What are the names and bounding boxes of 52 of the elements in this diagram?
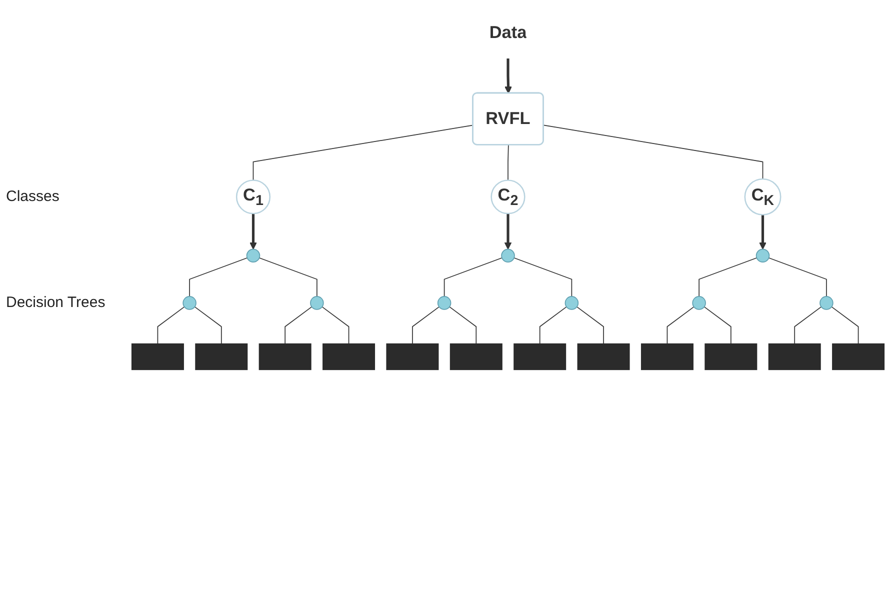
row-label: Decision Trees	[6, 294, 106, 311]
node-circle	[310, 296, 324, 310]
connector	[698, 257, 758, 297]
connector	[768, 257, 827, 297]
node-box	[195, 343, 248, 370]
node-circle: C$_{K}$	[744, 178, 782, 216]
connector	[157, 306, 185, 344]
connector	[543, 124, 764, 180]
connector	[666, 306, 694, 344]
connector	[322, 306, 350, 344]
node-circle: C$_{1}$	[236, 180, 271, 214]
node-box	[258, 343, 312, 370]
connector	[704, 306, 732, 344]
connector	[189, 257, 248, 297]
connector	[514, 257, 572, 297]
row-label: Classes	[6, 188, 60, 205]
node-box	[386, 343, 439, 370]
node-circle	[692, 296, 706, 310]
connector	[444, 257, 502, 297]
node-circle	[246, 248, 260, 262]
node-circle	[820, 296, 834, 310]
connector	[831, 306, 859, 344]
connector	[794, 306, 822, 344]
node-box	[832, 343, 885, 370]
node-box	[577, 343, 630, 370]
arrow	[758, 214, 767, 250]
node-box	[768, 343, 821, 370]
node-box	[450, 343, 502, 370]
node-box	[704, 343, 758, 370]
node-text: Data	[489, 23, 527, 42]
node-box	[640, 343, 694, 370]
node-circle	[182, 296, 196, 310]
connector	[449, 306, 477, 344]
node-circle: C$_{2}$	[490, 180, 526, 214]
connector	[576, 306, 604, 344]
arrow	[249, 214, 258, 250]
connector	[284, 306, 312, 344]
connector	[258, 257, 318, 297]
connector	[508, 144, 509, 181]
node-circle	[437, 296, 452, 310]
connector	[539, 306, 567, 344]
connector	[252, 124, 474, 181]
node-box	[514, 343, 566, 370]
node-box	[131, 343, 184, 370]
arrow	[504, 214, 512, 250]
node-circle	[501, 248, 515, 262]
node-circle	[564, 296, 579, 310]
connector	[194, 306, 222, 344]
arrow	[504, 58, 512, 94]
node-circle	[756, 248, 770, 262]
node-box	[322, 343, 376, 370]
connector	[412, 306, 440, 344]
